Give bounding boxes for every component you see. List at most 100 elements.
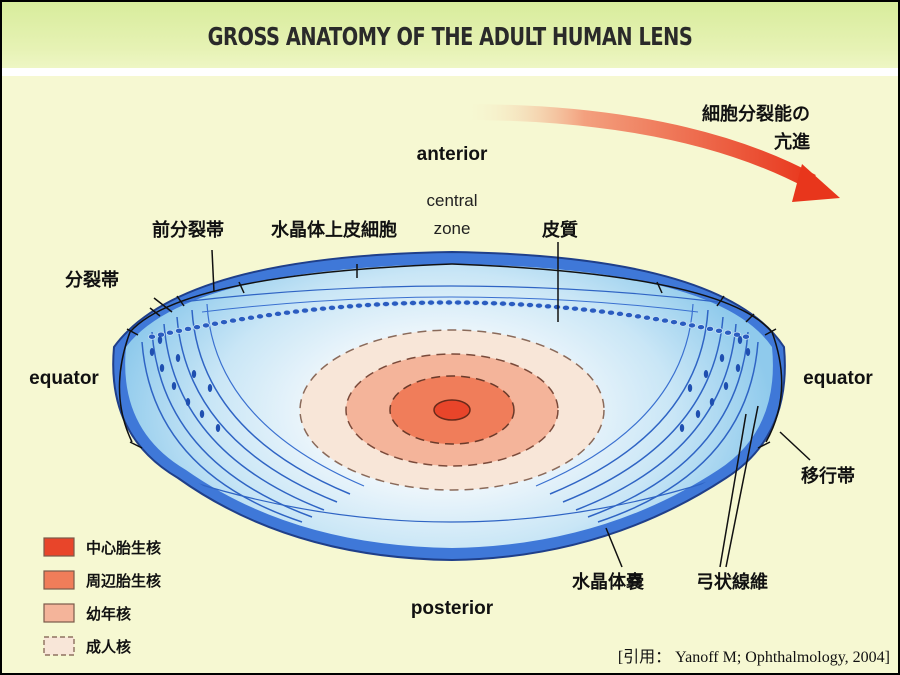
epithelial-cell — [553, 304, 562, 311]
fiber-nucleus — [737, 336, 743, 344]
epithelial-cell — [363, 302, 372, 309]
equator-left-label: equator — [29, 368, 99, 389]
epithelial-cell — [706, 325, 715, 332]
cortex-label: 皮質 — [542, 219, 578, 241]
central-zone-label-2: zone — [434, 219, 471, 238]
epithelial-cell — [435, 299, 444, 306]
fiber-nucleus — [175, 354, 181, 362]
lens-fibers — [141, 285, 759, 523]
epithelial-cell — [426, 299, 435, 306]
epithelial-cell — [517, 301, 526, 308]
fiber-nucleus — [157, 336, 163, 344]
legend-swatch — [43, 636, 75, 656]
legend-label: 中心胎生核 — [86, 539, 161, 557]
epithelial-cell — [210, 320, 219, 327]
fiber-nucleus — [723, 382, 729, 390]
epithelial-cell — [336, 304, 345, 311]
fiber-nucleus — [735, 364, 741, 372]
epithelial-cell — [291, 308, 300, 315]
legend-label: 周辺胎生核 — [86, 572, 161, 590]
epithelial-cell — [327, 304, 336, 311]
epithelial-cell — [643, 314, 652, 321]
leader-lines — [153, 242, 811, 568]
epithelial-cell — [589, 307, 598, 314]
mitosis-arrow — [461, 104, 840, 202]
epithelial-cell — [453, 299, 462, 306]
epithelial-cell — [219, 319, 228, 326]
legend-label: 幼年核 — [86, 605, 131, 623]
fiber-nucleus — [719, 354, 725, 362]
epithelial-cell — [399, 300, 408, 307]
epithelial-cell — [381, 301, 390, 308]
epithelial-cell — [183, 325, 192, 332]
citation: [引用： Yanoff M; Ophthalmology, 2004] — [617, 649, 890, 666]
epithelial-cell — [715, 327, 724, 334]
epithelial-cell — [562, 304, 571, 311]
epithelial-cell — [634, 313, 643, 320]
epithelial-cell — [192, 324, 201, 331]
fiber-nucleus — [695, 410, 701, 418]
epithelial-cell — [616, 310, 625, 317]
epithelial-cell — [354, 302, 363, 309]
posterior-label: posterior — [411, 598, 494, 619]
epithelial-cell — [228, 317, 237, 324]
epithelial-cell — [625, 312, 634, 319]
epithelial-cell — [679, 320, 688, 327]
page-title: GROSS ANATOMY OF THE ADULT HUMAN LENS — [207, 22, 693, 51]
epithelial-cell — [580, 306, 589, 313]
epithelial-cell — [273, 310, 282, 317]
fiber-nucleus — [687, 384, 693, 392]
epithelial-cell — [471, 299, 480, 306]
mitosis-label-2: 亢進 — [774, 131, 810, 153]
epithelial-cell — [264, 312, 273, 319]
epithelial-cell — [670, 319, 679, 326]
central-zone-label-1: central — [426, 191, 477, 210]
epithelial-cell — [535, 302, 544, 309]
fiber-nuclei — [149, 336, 751, 432]
epithelial-cell — [661, 317, 670, 324]
epithelial-cell — [526, 302, 535, 309]
fiber-nucleus — [703, 370, 709, 378]
epithelial-cell — [345, 303, 354, 310]
epithelial-cell — [489, 300, 498, 307]
epithelial-cell — [282, 309, 291, 316]
germinative-zone-label: 分裂帯 — [65, 269, 119, 291]
epithelial-cell — [318, 305, 327, 312]
epithelial-cell — [697, 324, 706, 331]
epithelial-cell — [733, 331, 742, 338]
epithelial-cell — [571, 305, 580, 312]
central-fetal-nucleus — [433, 399, 471, 421]
epithelial-cell — [688, 322, 697, 329]
epithelial-cell — [480, 300, 489, 307]
fiber-nucleus — [171, 382, 177, 390]
fiber-nucleus — [215, 424, 221, 432]
epithelial-cell — [462, 299, 471, 306]
epithelial-cell — [237, 316, 246, 323]
anterior-label: anterior — [417, 144, 488, 165]
epithelial-cell — [724, 329, 733, 336]
epithelial-cell — [300, 307, 309, 314]
epithelial-cell — [598, 308, 607, 315]
epithelial-cell — [201, 322, 210, 329]
epithelial-cell — [544, 303, 553, 310]
legend-swatch — [43, 570, 75, 590]
fiber-nucleus — [199, 410, 205, 418]
mitosis-label-1: 細胞分裂能の — [702, 103, 810, 125]
epithelial-cell — [372, 301, 381, 308]
fiber-nucleus — [149, 348, 155, 356]
epithelial-cell — [444, 299, 453, 306]
epithelial-cell — [246, 314, 255, 321]
lens-capsule-label: 水晶体嚢 — [572, 571, 645, 593]
epithelial-cell — [507, 301, 516, 308]
epithelial-cell — [652, 316, 661, 323]
epithelial-cell — [147, 333, 156, 340]
fiber-nucleus — [745, 348, 751, 356]
fiber-nucleus — [159, 364, 165, 372]
epithelial-cell — [165, 329, 174, 336]
epithelial-cell — [174, 327, 183, 334]
fiber-nucleus — [191, 370, 197, 378]
title-bar: GROSS ANATOMY OF THE ADULT HUMAN LENS — [2, 2, 898, 76]
